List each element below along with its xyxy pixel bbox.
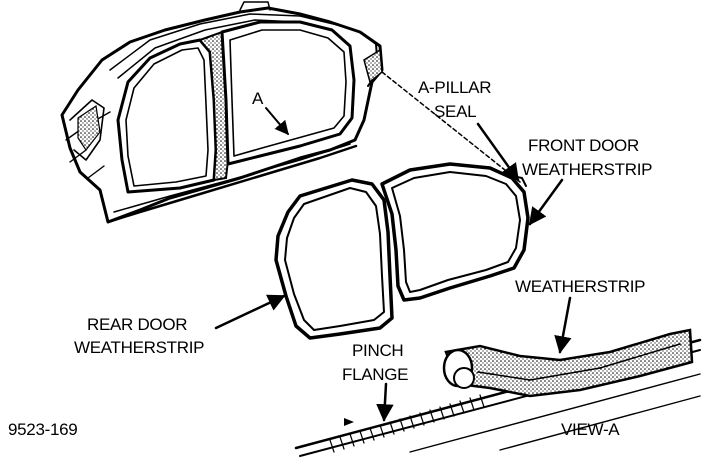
view-a-section xyxy=(294,328,702,457)
body-side-frame xyxy=(60,1,384,224)
label-view-a: VIEW-A xyxy=(561,420,620,439)
rear-door-weatherstrip-leader xyxy=(214,294,286,330)
pinch-flange-leader xyxy=(376,382,394,422)
label-a-pillar-seal-line2: SEAL xyxy=(434,102,476,121)
label-pinch-flange-line2: FLANGE xyxy=(342,365,408,384)
label-front-door-weatherstrip-line2: WEATHERSTRIP xyxy=(522,160,652,179)
leader-lines xyxy=(214,71,572,422)
label-front-door-weatherstrip-line1: FRONT DOOR xyxy=(528,136,639,155)
rear-door-weatherstrip-loop xyxy=(274,178,394,340)
label-a-pillar-seal-line1: A-PILLAR xyxy=(418,78,491,97)
a-pillar-seal-leader xyxy=(476,122,520,182)
front-door-weatherstrip-loop xyxy=(380,162,530,302)
weatherstrip-leader xyxy=(554,296,572,354)
label-rear-door-weatherstrip-line1: REAR DOOR xyxy=(87,315,187,334)
label-rear-door-weatherstrip-line2: WEATHERSTRIP xyxy=(74,338,204,357)
front-door-weatherstrip-leader xyxy=(528,178,564,226)
label-pinch-flange-line1: PINCH xyxy=(352,341,403,360)
label-a-marker: A xyxy=(252,89,264,108)
label-weatherstrip: WEATHERSTRIP xyxy=(515,277,645,296)
label-figure-number: 9523-169 xyxy=(8,420,77,439)
a-pillar-seal-leader-dashed xyxy=(381,71,521,183)
a-marker-arrow xyxy=(265,107,289,136)
